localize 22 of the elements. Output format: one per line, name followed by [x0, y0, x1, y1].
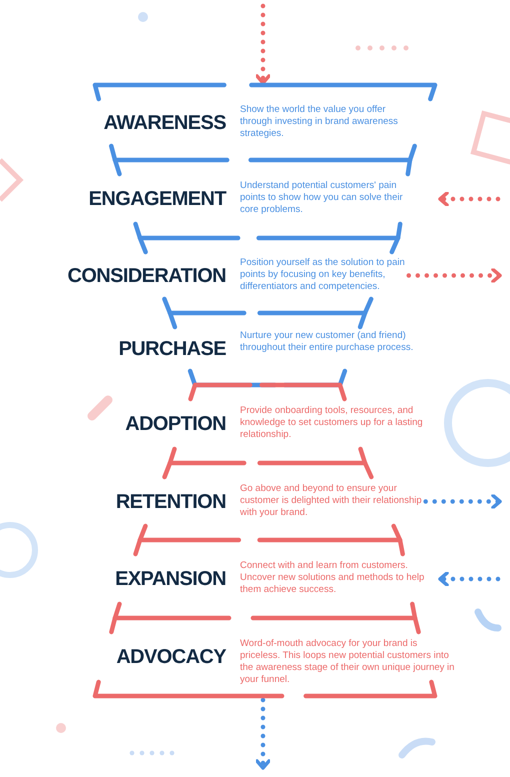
stage-heading: ADOPTION: [125, 413, 226, 435]
dotted-arrow: [406, 268, 502, 284]
stage-description: Word-of-mouth advocacy for your brand is priceless. This loops new potential customers into the awareness stage of their own unique journey in your funnel.: [240, 638, 455, 686]
stage-heading: PURCHASE: [118, 338, 226, 360]
stage-heading: ENGAGEMENT: [88, 188, 226, 210]
dotted-arrow: [255, 698, 271, 770]
dotted-arrow: [438, 571, 500, 587]
stage-heading: AWARENESS: [104, 112, 226, 134]
stage-heading: CONSIDERATION: [68, 264, 226, 286]
stage-description: Position yourself as the solution to pain points by focusing on key benefits, differentiators and competencies.: [240, 256, 406, 292]
stage-description: Understand potential customers' pain points to show how you can solve their core problems.: [240, 180, 404, 216]
stage-description: Provide onboarding tools, resources, and knowledge to set customers up for a lasting relationship.: [240, 405, 424, 441]
stage-heading: RETENTION: [116, 490, 226, 512]
dotted-arrow: [438, 191, 500, 207]
stage-description: Connect with and learn from customers. Uncover new solutions and methods to help them achieve success.: [240, 560, 425, 596]
dotted-arrow: [423, 494, 502, 510]
stage-description: Nurture your new customer (and friend) throughout their entire purchase process.: [240, 330, 414, 354]
stage-heading: ADVOCACY: [116, 646, 226, 668]
dotted-arrow: [255, 4, 271, 86]
stage-description: Show the world the value you offer through investing in brand awareness strategies.: [240, 104, 399, 140]
stage-heading: EXPANSION: [115, 568, 226, 590]
stage-description: Go above and beyond to ensure your customer is delighted with their relationship with your brand.: [240, 482, 423, 518]
